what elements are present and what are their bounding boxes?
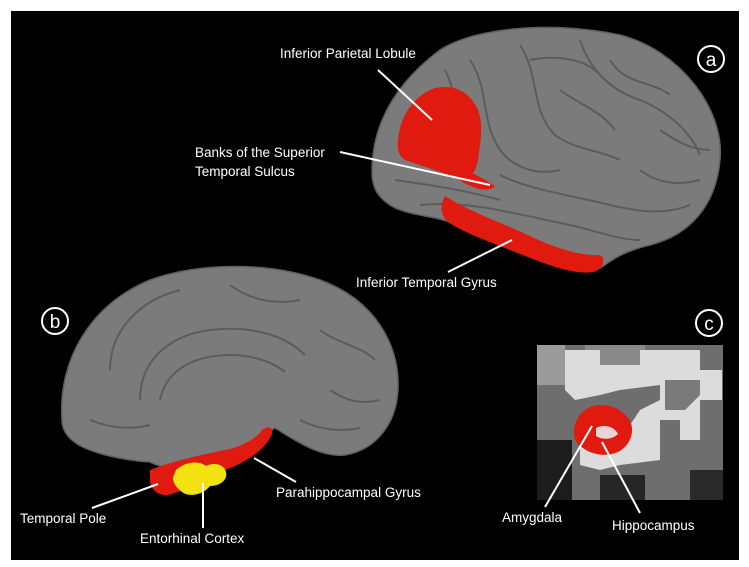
label-hippocampus: Hippocampus	[612, 518, 695, 533]
mri-block	[690, 470, 723, 500]
label-amygdala: Amygdala	[502, 510, 563, 525]
mri-block	[537, 345, 565, 385]
leader-inferior-temporal-gyrus	[448, 240, 512, 272]
region-entorhinal-cortex	[173, 463, 226, 495]
panel-c-letter: c	[704, 314, 714, 335]
panel-a: a Inferior Parietal Lobule Banks of the …	[195, 27, 724, 290]
panel-a-letter: a	[706, 50, 717, 71]
label-temporal-pole: Temporal Pole	[20, 511, 106, 526]
label-inferior-parietal-lobule: Inferior Parietal Lobule	[280, 46, 416, 61]
label-banks-sts-line2: Temporal Sulcus	[195, 164, 295, 179]
panel-c: c Amygdala Hippocampus	[502, 310, 723, 533]
leader-parahippocampal-gyrus	[254, 458, 296, 482]
panel-b: b Temporal Pole Entorhinal Cortex Parahi…	[20, 267, 421, 547]
panel-b-letter: b	[50, 312, 61, 333]
label-parahippocampal-gyrus: Parahippocampal Gyrus	[276, 485, 421, 500]
leader-temporal-pole	[92, 484, 158, 508]
medial-brain-surface	[62, 267, 398, 469]
label-entorhinal-cortex: Entorhinal Cortex	[140, 531, 245, 546]
label-inferior-temporal-gyrus: Inferior Temporal Gyrus	[356, 275, 497, 290]
label-banks-sts-line1: Banks of the Superior	[195, 145, 325, 160]
